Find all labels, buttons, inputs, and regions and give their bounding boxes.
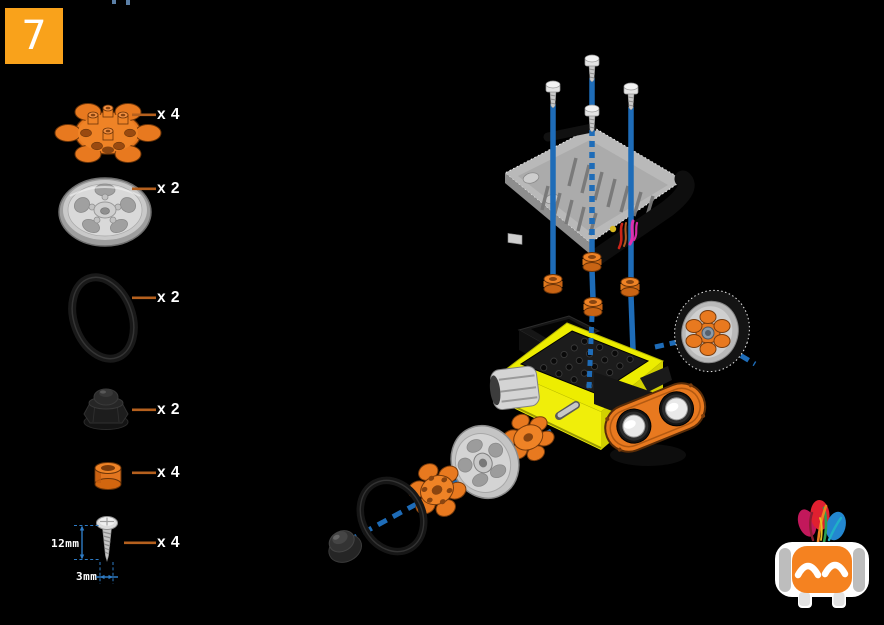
right-wheel-coupling: [685, 310, 731, 356]
chain-tire: [356, 476, 428, 556]
guide-lines: [550, 78, 636, 351]
logo-face: [792, 546, 852, 593]
callout-dashes: [124, 113, 156, 545]
logo-right-leg: [833, 592, 845, 606]
logo-left-leg: [799, 592, 810, 606]
qty-label-coupling: x 4: [157, 106, 181, 123]
part-motor-coupling: [54, 103, 162, 163]
top-edge-mark: [126, 0, 130, 5]
grid-plate: [519, 330, 650, 395]
coupling-studs: [87, 104, 129, 141]
hex-spacer: [583, 297, 603, 317]
qty-label-spacer: x 4: [157, 464, 181, 481]
plate-bumper: [588, 170, 695, 266]
logo-left-eye: [794, 562, 822, 579]
ultrasonic-sensor: [594, 366, 707, 466]
chain-coupling-inner: [502, 413, 555, 462]
axle-guide-line: [346, 425, 559, 544]
hex-spacers: [543, 252, 640, 317]
part-wheel: [58, 177, 152, 247]
top-cover-plate: [504, 123, 695, 266]
dimension-lines: [74, 525, 118, 584]
step-number-badge: 7: [5, 8, 63, 64]
part-tire-o-ring: [68, 273, 138, 363]
qty-label-capnut: x 2: [157, 401, 181, 418]
qty-label-tire: x 2: [157, 289, 181, 306]
guide-lines-over-body: [586, 315, 595, 389]
screw-length-label: 12mm: [51, 537, 80, 550]
sensor-eye-right: [659, 391, 695, 427]
part-spacer: [94, 462, 122, 490]
hex-spacer: [582, 252, 602, 272]
logo-left-wheel: [779, 548, 791, 592]
qty-label-wheel: x 2: [157, 180, 181, 197]
screw-left: [545, 80, 561, 109]
chain-cap-nut: [328, 530, 362, 563]
motor: [489, 365, 540, 411]
logo-right-eye: [821, 561, 849, 578]
logo-right-wheel: [853, 548, 865, 592]
assembly-screws: [545, 54, 639, 133]
hex-spacer: [620, 277, 640, 297]
wires: [617, 219, 639, 250]
hex-spacer: [543, 274, 563, 294]
part-cap-nut: [83, 388, 129, 430]
logo-petals: [797, 500, 846, 544]
step-number: 7: [21, 13, 47, 59]
top-edge-mark: [112, 0, 116, 4]
bumper-yellow-dot: [609, 225, 617, 233]
screw-center: [584, 104, 600, 133]
qty-label-screw: x 4: [157, 534, 181, 551]
part-screw: [74, 516, 118, 584]
axle-pin: [557, 402, 579, 418]
left-wheel-chain: [328, 413, 559, 563]
sensor-eye-left: [616, 408, 652, 444]
robot-mascot-logo: [775, 500, 869, 608]
screw-top: [584, 54, 600, 83]
right-wheel: [654, 289, 757, 373]
screw-diameter-label: 3mm: [76, 570, 98, 583]
screw-right: [623, 82, 639, 111]
